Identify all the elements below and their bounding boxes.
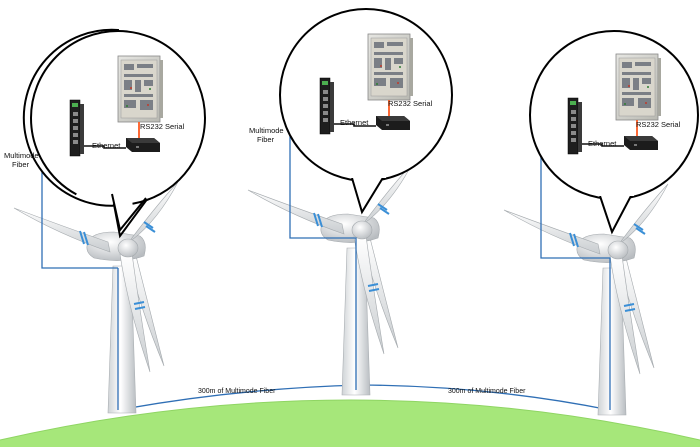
callout-3: Ethernet RS232 Serial bbox=[529, 30, 699, 235]
turbine-2 bbox=[247, 163, 413, 396]
turbine-3-ethernet-label: Ethernet bbox=[588, 139, 617, 148]
turbine-1 bbox=[13, 181, 179, 414]
turbine-2-serial-label: RS232 Serial bbox=[388, 99, 433, 108]
turbine-1-serial-label: RS232 Serial bbox=[140, 122, 185, 131]
turbine-3 bbox=[503, 183, 669, 416]
link-label-2: 300m of Multimode Fiber bbox=[448, 388, 526, 395]
ground-hill-edge bbox=[0, 399, 700, 441]
ground-hill bbox=[0, 400, 700, 447]
turbine-2-fiber-label: Fiber bbox=[257, 135, 275, 144]
turbine-2-ethernet-label: Ethernet bbox=[340, 118, 369, 127]
turbine-2-multimode-label: Multimode bbox=[249, 126, 284, 135]
turbine-1-multimode-label: Multimode bbox=[4, 151, 39, 160]
callout-2: Ethernet RS232 Serial bbox=[279, 8, 453, 215]
turbine-3-serial-label: RS232 Serial bbox=[636, 120, 681, 129]
callout-1: Ethernet RS232 Serial bbox=[22, 28, 206, 239]
turbine-1-ethernet-label: Ethernet bbox=[92, 141, 121, 150]
link-label-1: 300m of Multimode Fiber bbox=[198, 388, 276, 395]
turbine-1-fiber-label: Fiber bbox=[12, 160, 30, 169]
